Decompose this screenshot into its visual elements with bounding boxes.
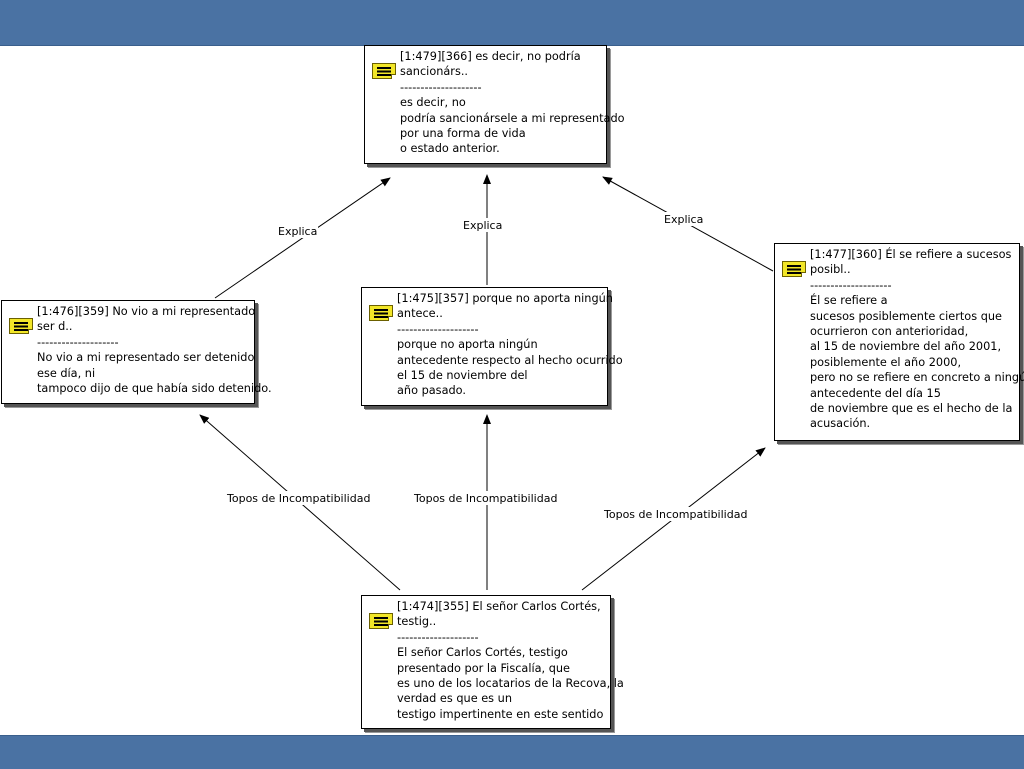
node-body-line: es decir, no bbox=[400, 96, 466, 110]
node-header-line: [1:479][366] es decir, no podría bbox=[400, 50, 581, 63]
node-body-line: es uno de los locatarios de la Recova, l… bbox=[397, 677, 624, 691]
node-body-line: posiblemente el año 2000, bbox=[810, 355, 962, 369]
node-body-line: tampoco dijo de que había sido detenido. bbox=[37, 382, 272, 396]
quotation-node-355[interactable]: [1:474][355] El señor Carlos Cortés, tes… bbox=[361, 595, 624, 729]
node-separator: -------------------- bbox=[400, 80, 482, 94]
node-header-line: posibl.. bbox=[810, 263, 851, 277]
memo-note-icon bbox=[9, 318, 33, 334]
node-body-line: No vio a mi representado ser detenido bbox=[37, 351, 255, 365]
node-body-line: ese día, ni bbox=[37, 366, 96, 380]
node-separator: -------------------- bbox=[397, 322, 479, 336]
memo-note-icon bbox=[782, 261, 806, 277]
quotation-node-366[interactable]: [1:479][366] es decir, no podría sancion… bbox=[364, 45, 625, 164]
edge-label-topos-right: Topos de Incompatibilidad bbox=[603, 508, 747, 521]
node-body-line: o estado anterior. bbox=[400, 142, 500, 156]
node-header-line: [1:474][355] El señor Carlos Cortés, bbox=[397, 600, 601, 613]
memo-note-icon bbox=[369, 305, 393, 321]
bottom-band bbox=[0, 735, 1024, 769]
node-header-line: ser d.. bbox=[37, 320, 73, 334]
node-header-line: [1:476][359] No vio a mi representado bbox=[37, 305, 256, 318]
node-body-line: acusación. bbox=[810, 417, 871, 431]
node-body-line: por una forma de vida bbox=[400, 127, 526, 141]
node-body-line: antecedente respecto al hecho ocurrido bbox=[397, 353, 623, 367]
edge-label-explica-center: Explica bbox=[463, 219, 502, 232]
node-body-line: de noviembre que es el hecho de la bbox=[810, 402, 1013, 416]
quotation-node-360[interactable]: [1:477][360] Él se refiere a sucesos pos… bbox=[774, 243, 1024, 441]
node-body-line: El señor Carlos Cortés, testigo bbox=[397, 646, 568, 660]
node-header-line: sancionárs.. bbox=[400, 65, 469, 79]
node-separator: -------------------- bbox=[37, 335, 119, 349]
node-header-line: [1:475][357] porque no aporta ningún bbox=[397, 292, 613, 305]
node-body-line: pero no se refiere en concreto a ningún bbox=[810, 371, 1024, 385]
node-header-line: [1:477][360] Él se refiere a sucesos bbox=[810, 248, 1012, 261]
edge-label-explica-left: Explica bbox=[278, 225, 317, 238]
memo-note-icon bbox=[372, 63, 396, 79]
node-body-line: al 15 de noviembre del año 2001, bbox=[810, 340, 1002, 354]
node-body-line: antecedente del día 15 bbox=[810, 386, 941, 400]
node-body-line: sucesos posiblemente ciertos que bbox=[810, 309, 1002, 323]
edge-label-explica-right: Explica bbox=[664, 213, 703, 226]
node-body-line: Él se refiere a bbox=[810, 294, 888, 308]
edge-label-topos-center: Topos de Incompatibilidad bbox=[413, 492, 557, 505]
node-body-line: podría sancionársele a mi representado bbox=[400, 111, 625, 125]
node-body-line: presentado por la Fiscalía, que bbox=[397, 661, 571, 675]
node-header-line: testig.. bbox=[397, 615, 437, 629]
node-body-line: testigo impertinente en este sentido bbox=[397, 707, 604, 721]
memo-note-icon bbox=[369, 613, 393, 629]
node-body-line: año pasado. bbox=[397, 384, 466, 398]
node-separator: -------------------- bbox=[810, 278, 892, 292]
node-body-line: ocurrieron con anterioridad, bbox=[810, 325, 969, 339]
node-header-line: antece.. bbox=[397, 307, 443, 321]
quotation-node-359[interactable]: [1:476][359] No vio a mi representado se… bbox=[1, 300, 272, 404]
node-body-line: el 15 de noviembre del bbox=[397, 369, 528, 383]
edge-label-topos-left: Topos de Incompatibilidad bbox=[226, 492, 370, 505]
quotation-node-357[interactable]: [1:475][357] porque no aporta ningún ant… bbox=[361, 287, 623, 406]
node-body-line: verdad es que es un bbox=[397, 692, 512, 706]
node-body-line: porque no aporta ningún bbox=[397, 338, 538, 352]
node-separator: -------------------- bbox=[397, 630, 479, 644]
